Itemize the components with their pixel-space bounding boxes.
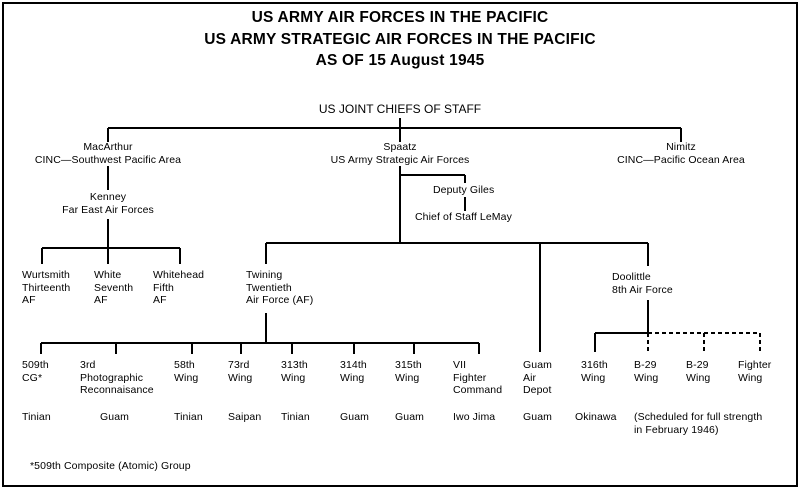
unit-315th-wing: 315th Wing <box>395 359 422 384</box>
location-vii: Iwo Jima <box>453 411 496 423</box>
macarthur-node: MacArthur CINC—Southwest Pacific Area <box>34 141 182 166</box>
location-316th: Okinawa <box>575 411 617 423</box>
unit-316th-wing: 316th Wing <box>581 359 608 384</box>
nimitz-node: Nimitz CINC—Pacific Ocean Area <box>617 141 745 166</box>
thirteenth-af-node: Wurtsmith Thirteenth AF <box>22 269 71 306</box>
location-509th: Tinian <box>22 411 51 423</box>
unit-b29-wing-2: B-29 Wing <box>686 359 711 384</box>
location-depot: Guam <box>523 411 552 423</box>
unit-58th-wing: 58th Wing <box>174 359 199 384</box>
unit-314th-wing: 314th Wing <box>340 359 367 384</box>
location-73rd: Saipan <box>228 411 262 423</box>
location-58th: Tinian <box>174 411 203 423</box>
spaatz-node: Spaatz US Army Strategic Air Forces <box>330 141 470 166</box>
unit-vii-fighter: VII Fighter Command <box>453 359 503 396</box>
unit-fighter-wing: Fighter Wing <box>738 359 772 384</box>
chief-of-staff-lemay: Chief of Staff LeMay <box>415 211 512 223</box>
fifth-af-node: Whitehead Fifth AF <box>153 269 205 306</box>
unit-3rd-photo: 3rd Photographic Reconnaisance <box>80 359 154 396</box>
unit-73rd-wing: 73rd Wing <box>228 359 253 384</box>
unit-b29-wing-1: B-29 Wing <box>634 359 659 384</box>
chart-title-1: US ARMY AIR FORCES IN THE PACIFIC <box>251 9 549 26</box>
joint-chiefs-box: US JOINT CHIEFS OF STAFF <box>318 102 482 116</box>
seventh-af-node: White Seventh AF <box>94 269 134 306</box>
eighth-af-node: Doolittle 8th Air Force <box>612 271 673 296</box>
kenney-node: Kenney Far East Air Forces <box>62 191 154 216</box>
guam-air-depot-node: Guam Air Depot <box>523 359 552 396</box>
chart-date: AS OF 15 August 1945 <box>315 52 485 69</box>
location-3rd: Guam <box>100 411 129 423</box>
unit-509th-cg: 509th CG* <box>22 359 49 384</box>
location-313th: Tinian <box>281 411 310 423</box>
unit-313th-wing: 313th Wing <box>281 359 308 384</box>
twentieth-af-node: Twining Twentieth Air Force (AF) <box>246 269 314 306</box>
deputy-giles: Deputy Giles <box>433 184 495 196</box>
location-314th: Guam <box>340 411 369 423</box>
footnote: *509th Composite (Atomic) Group <box>30 460 191 472</box>
chart-title-2: US ARMY STRATEGIC AIR FORCES IN THE PACI… <box>204 31 596 48</box>
location-315th: Guam <box>395 411 424 423</box>
scheduled-note: (Scheduled for full strength in February… <box>634 411 763 436</box>
